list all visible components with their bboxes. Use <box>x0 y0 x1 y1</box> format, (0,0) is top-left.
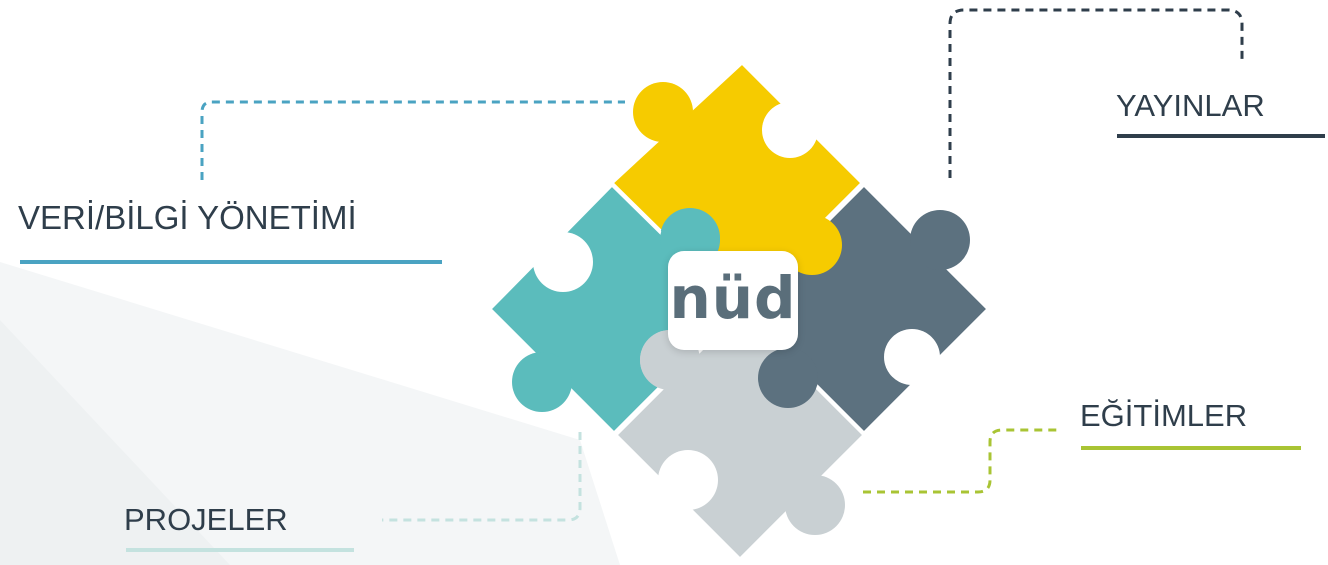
yayinlar-underline <box>1117 134 1325 138</box>
veri-connector-line <box>200 100 625 180</box>
projeler-label: PROJELER <box>124 502 288 537</box>
logo-text: nüd <box>669 263 797 332</box>
puzzle-piece-gray-icon <box>613 308 867 562</box>
projeler-connector-line <box>382 432 582 522</box>
egitimler-underline <box>1081 446 1301 450</box>
veri-underline <box>20 260 442 264</box>
veri-bilgi-yonetimi-label: VERİ/BİLGİ YÖNETİMİ <box>18 199 357 236</box>
yayinlar-label: YAYINLAR <box>1116 88 1265 123</box>
egitimler-label: EĞİTİMLER <box>1080 398 1248 433</box>
logo-badge: nüd <box>668 251 798 350</box>
egitimler-connector-line <box>863 428 1058 494</box>
projeler-underline <box>126 548 354 552</box>
yayinlar-connector-line <box>948 8 1244 178</box>
